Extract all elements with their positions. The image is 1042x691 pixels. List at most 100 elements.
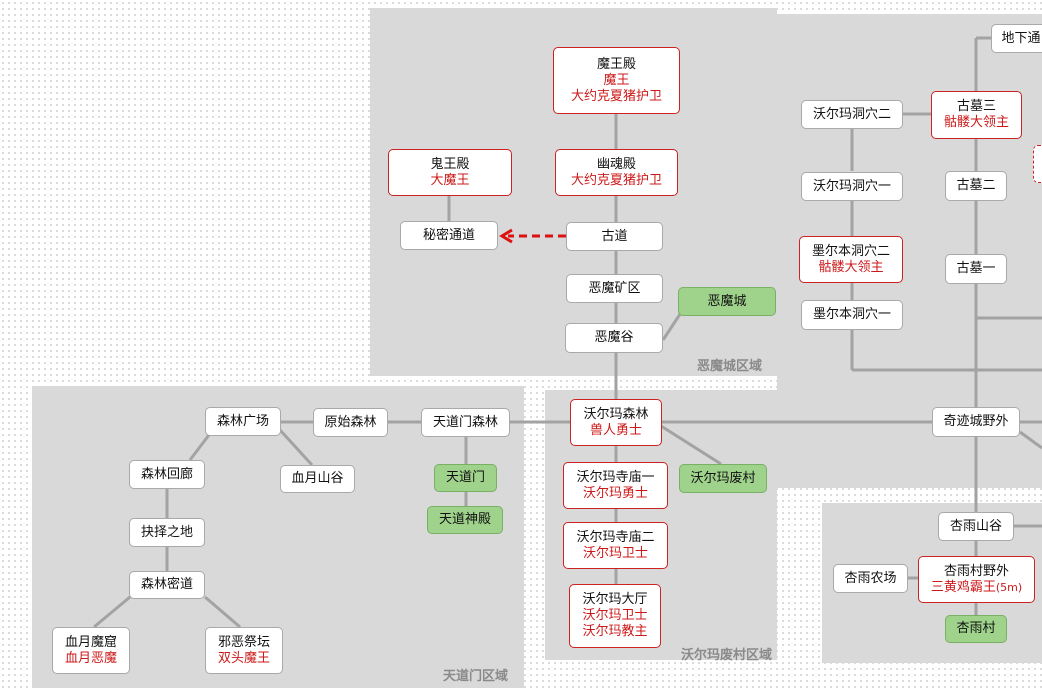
- node-tiandaomen-senlin[interactable]: 天道门森林: [421, 408, 510, 437]
- node-name: 秘密通道: [422, 227, 475, 243]
- node-gudao[interactable]: 古道: [566, 222, 663, 251]
- node-name: 恶魔矿区: [588, 280, 641, 296]
- node-woerma-senlin[interactable]: 沃尔玛森林 兽人勇士: [570, 399, 662, 446]
- node-name: 奇迹城野外: [943, 414, 1009, 429]
- node-name: 沃尔玛寺庙一: [576, 469, 655, 485]
- node-mowang-dian[interactable]: 魔王殿 魔王 大约克夏猪护卫: [553, 47, 680, 114]
- node-name: 沃尔玛大厅: [582, 592, 648, 607]
- node-name: 杏雨农场: [844, 570, 897, 586]
- boss-name: 大约克夏猪护卫: [570, 88, 662, 104]
- node-name: 血月魔窟: [64, 634, 117, 650]
- link: [1019, 430, 1042, 450]
- node-dixia-tong[interactable]: 地下通: [991, 24, 1042, 53]
- link: [278, 428, 314, 467]
- boss-spawn-note: (5m): [995, 580, 1023, 594]
- boss-name: 双头魔王: [217, 650, 270, 666]
- boss-name: 沃尔玛勇士: [582, 485, 648, 501]
- node-jueze-zhidi[interactable]: 抉择之地: [129, 518, 205, 547]
- node-name: 古墓三: [956, 99, 996, 114]
- boss-name: 大魔王: [430, 172, 470, 188]
- node-tiandaomen[interactable]: 天道门: [434, 464, 497, 492]
- node-emo-kuangqu[interactable]: 恶魔矿区: [566, 274, 663, 303]
- link: [93, 595, 131, 629]
- boss-name: 骷髅大领主: [943, 115, 1009, 130]
- node-name: 魔王殿: [596, 56, 636, 72]
- node-yuanshi-senlin[interactable]: 原始森林: [313, 408, 388, 437]
- boss-name: 沃尔玛教主: [582, 624, 648, 639]
- node-name: 墨尔本洞穴一: [812, 307, 891, 322]
- node-emo-cheng[interactable]: 恶魔城: [678, 287, 776, 316]
- node-name: 天道神殿: [438, 512, 491, 527]
- node-qijicheng-yewai[interactable]: 奇迹城野外: [932, 407, 1020, 437]
- node-woerma-dongxue2[interactable]: 沃尔玛洞穴二: [801, 100, 903, 129]
- region-label-demon-city: 恶魔城区域: [697, 359, 763, 374]
- region-label-tiandao: 天道门区域: [443, 669, 509, 684]
- node-moerben-dongxue1[interactable]: 墨尔本洞穴一: [801, 300, 903, 330]
- node-tiandao-shendian[interactable]: 天道神殿: [427, 506, 503, 534]
- node-name: 森林回廊: [140, 466, 193, 482]
- boss-name: 大约克夏猪护卫: [570, 172, 662, 188]
- node-xingyu-nongchang[interactable]: 杏雨农场: [833, 564, 908, 593]
- node-name: 杏雨山谷: [949, 518, 1002, 534]
- boss-name: 血月恶魔: [64, 650, 117, 666]
- node-xiee-jitan[interactable]: 邪恶祭坛 双头魔王: [205, 627, 283, 674]
- boss-name: 三黄鸡霸王(5m): [931, 580, 1022, 596]
- node-name: 古墓一: [956, 261, 996, 276]
- node-moerben-dongxue2[interactable]: 墨尔本洞穴二 骷髅大领主: [799, 236, 903, 283]
- boss-name-text: 三黄鸡霸王: [930, 579, 996, 595]
- node-name: 地下通: [1001, 30, 1041, 46]
- node-name: 抉择之地: [140, 524, 193, 540]
- region-label-woerma: 沃尔玛废村区域: [681, 648, 773, 663]
- node-gumu2[interactable]: 古墓二: [945, 171, 1007, 201]
- node-emo-gu[interactable]: 恶魔谷: [565, 323, 663, 353]
- node-woerma-dating[interactable]: 沃尔玛大厅 沃尔玛卫士 沃尔玛教主: [569, 584, 661, 648]
- node-woerma-dongxue1[interactable]: 沃尔玛洞穴一: [801, 172, 903, 201]
- node-name: 天道门: [445, 470, 485, 485]
- node-name: 沃尔玛废村: [690, 470, 756, 486]
- node-name: 邪恶祭坛: [217, 634, 270, 650]
- node-name: 天道门森林: [432, 414, 498, 430]
- node-xingyucun-yewai[interactable]: 杏雨村野外 三黄鸡霸王(5m): [918, 556, 1035, 603]
- node-senlin-midao[interactable]: 森林密道: [129, 571, 205, 599]
- boss-name: 沃尔玛卫士: [582, 608, 648, 623]
- node-name: 杏雨村野外: [943, 563, 1009, 579]
- node-woerma-simiao2[interactable]: 沃尔玛寺庙二 沃尔玛卫士: [563, 522, 668, 569]
- boss-name: 骷髅大领主: [818, 259, 884, 275]
- node-name: 鬼王殿: [430, 156, 470, 172]
- node-name: 杏雨村: [956, 621, 996, 636]
- node-name: 沃尔玛洞穴一: [812, 178, 891, 194]
- link: [660, 424, 722, 466]
- node-senlin-huilang[interactable]: 森林回廊: [129, 460, 205, 489]
- node-woerma-feicun[interactable]: 沃尔玛废村: [679, 464, 767, 493]
- node-xingyu-cun[interactable]: 杏雨村: [945, 615, 1007, 643]
- node-name: 墨尔本洞穴二: [811, 243, 890, 259]
- boss-name: 沃尔玛卫士: [582, 545, 648, 561]
- node-xueyue-shangu[interactable]: 血月山谷: [280, 465, 355, 493]
- node-name: 古道: [601, 228, 628, 244]
- node-name: 血月山谷: [291, 471, 344, 486]
- node-gumu3[interactable]: 古墓三 骷髅大领主: [931, 91, 1022, 139]
- node-gumu1[interactable]: 古墓一: [945, 254, 1007, 284]
- node-xingyu-shangu[interactable]: 杏雨山谷: [938, 512, 1014, 541]
- node-woerma-simiao1[interactable]: 沃尔玛寺庙一 沃尔玛勇士: [563, 462, 668, 509]
- node-name: 恶魔城: [707, 293, 747, 309]
- node-name: 恶魔谷: [594, 330, 634, 345]
- node-senlin-guangchang[interactable]: 森林广场: [205, 407, 281, 436]
- node-xueyue-moku[interactable]: 血月魔窟 血月恶魔: [52, 627, 130, 674]
- node-youhun-dian[interactable]: 幽魂殿 大约克夏猪护卫: [555, 149, 678, 196]
- node-name: 幽魂殿: [596, 156, 636, 172]
- boss-name: 魔王: [603, 72, 630, 88]
- arrow-head: [499, 228, 513, 244]
- node-name: 沃尔玛森林: [583, 406, 649, 422]
- node-name: 沃尔玛寺庙二: [576, 529, 655, 545]
- boss-name: 兽人勇士: [589, 422, 642, 438]
- node-name: 古墓二: [956, 178, 996, 193]
- node-mimi-tongdao[interactable]: 秘密通道: [400, 221, 498, 250]
- node-guiwang-dian[interactable]: 鬼王殿 大魔王: [388, 149, 512, 196]
- node-offscreen-boss[interactable]: [1033, 145, 1042, 183]
- link: [204, 595, 241, 629]
- node-name: 森林密道: [140, 577, 193, 592]
- node-name: 森林广场: [216, 413, 269, 429]
- node-name: 沃尔玛洞穴二: [812, 106, 891, 122]
